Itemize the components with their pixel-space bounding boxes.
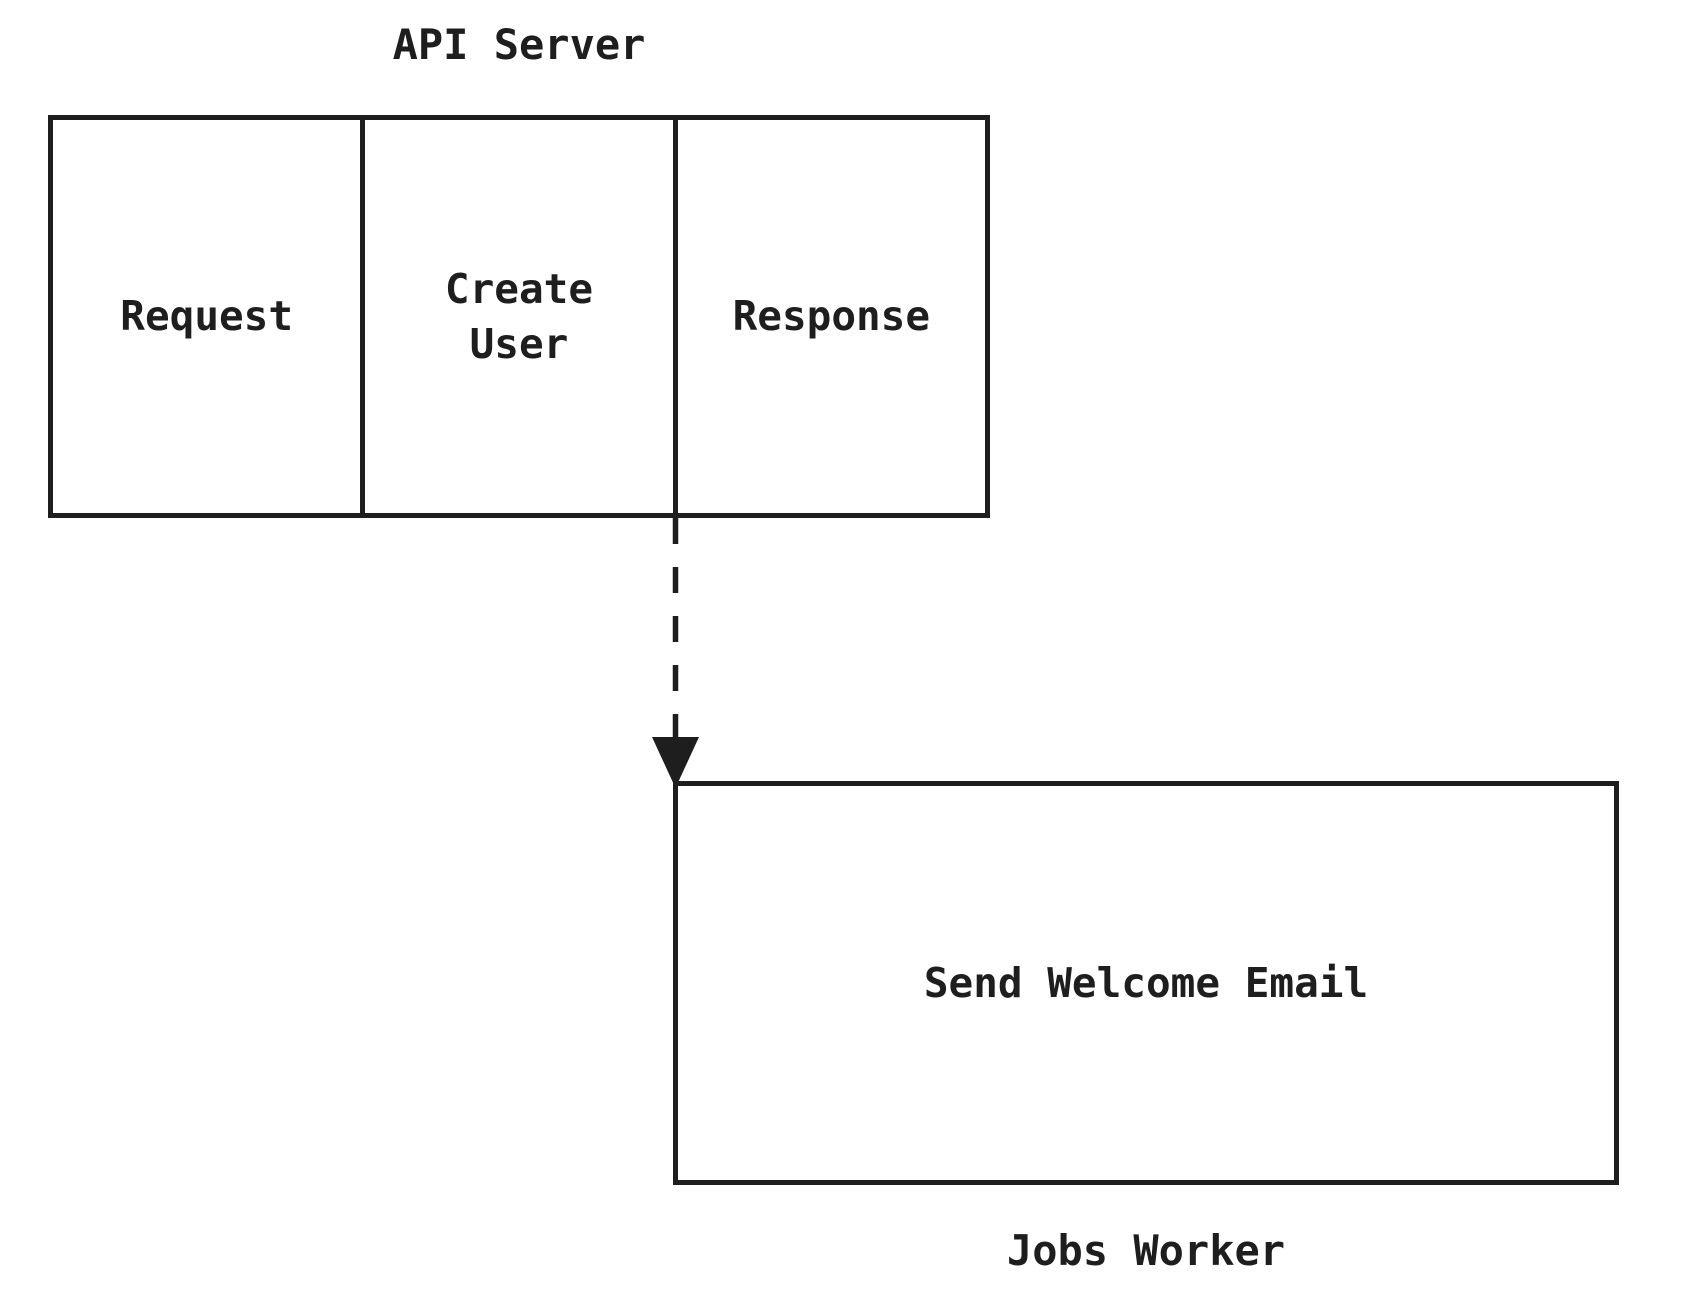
api-server-title: API Server	[392, 20, 646, 69]
request-box: Request	[53, 120, 360, 513]
create-user-box-label: Create User	[444, 265, 594, 368]
create-user-box: Create User	[360, 120, 672, 513]
request-box-label: Request	[120, 292, 294, 341]
response-box-label: Response	[732, 292, 931, 341]
jobs-worker-title: Jobs Worker	[1006, 1226, 1286, 1275]
send-welcome-email-box: Send Welcome Email	[673, 781, 1619, 1185]
response-box: Response	[672, 120, 985, 513]
api-server-group: Request Create User Response	[48, 115, 990, 518]
send-welcome-email-label: Send Welcome Email	[923, 959, 1369, 1007]
